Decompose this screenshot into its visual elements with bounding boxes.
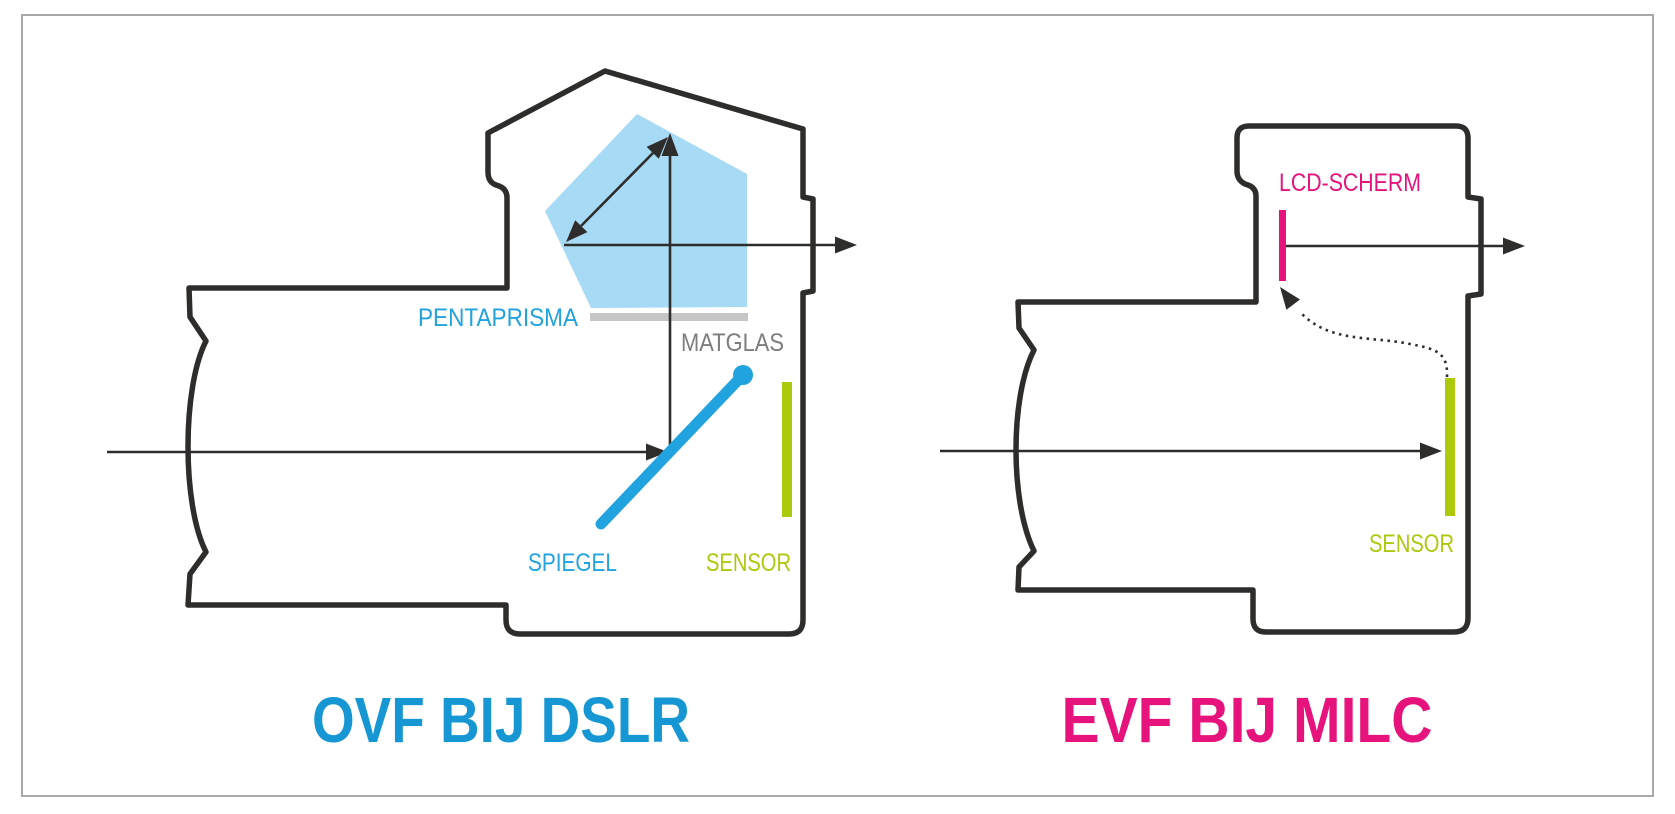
milc-diagram: LCD-SCHERM SENSOR EVF BIJ MILC (940, 123, 1525, 756)
sensor-to-lcd-signal-path (1300, 312, 1449, 378)
pentaprism-label: PENTAPRISMA (418, 304, 578, 332)
dslr-title: OVF BIJ DSLR (312, 684, 690, 756)
milc-title: EVF BIJ MILC (1062, 684, 1433, 756)
matglas-label: MATGLAS (681, 329, 784, 357)
milc-sensor-bar (1445, 378, 1455, 516)
dslr-prism-arrowhead-down-icon (566, 220, 588, 242)
dslr-incoming-arrowhead-icon (646, 443, 668, 461)
mirror-shape (595, 370, 748, 530)
signal-arrowhead-icon (1280, 287, 1300, 310)
milc-incoming-arrowhead-icon (1420, 442, 1442, 460)
dslr-diagram: PENTAPRISMA MATGLAS SPIEGEL SENSOR OVF B… (107, 68, 857, 756)
pentaprism-shape (545, 114, 747, 308)
lcd-screen-bar (1279, 210, 1286, 281)
dslr-vertical-arrowhead-icon (661, 133, 679, 156)
dslr-prism-arrowhead-up-icon (646, 137, 668, 159)
mirror-label: SPIEGEL (528, 549, 617, 577)
dslr-prism-bounce-arrow (580, 152, 654, 227)
milc-body-outline (1013, 123, 1484, 635)
milc-sensor-label: SENSOR (1369, 530, 1454, 558)
dslr-sensor-label: SENSOR (706, 549, 791, 577)
dslr-sensor-bar (782, 382, 792, 517)
milc-exit-arrowhead-icon (1503, 237, 1525, 255)
dslr-exit-arrowhead-icon (835, 236, 857, 254)
lcd-label: LCD-SCHERM (1279, 169, 1421, 197)
dslr-body-outline (185, 68, 816, 637)
mirror-pivot-dot (733, 365, 753, 385)
page-border (21, 14, 1654, 797)
